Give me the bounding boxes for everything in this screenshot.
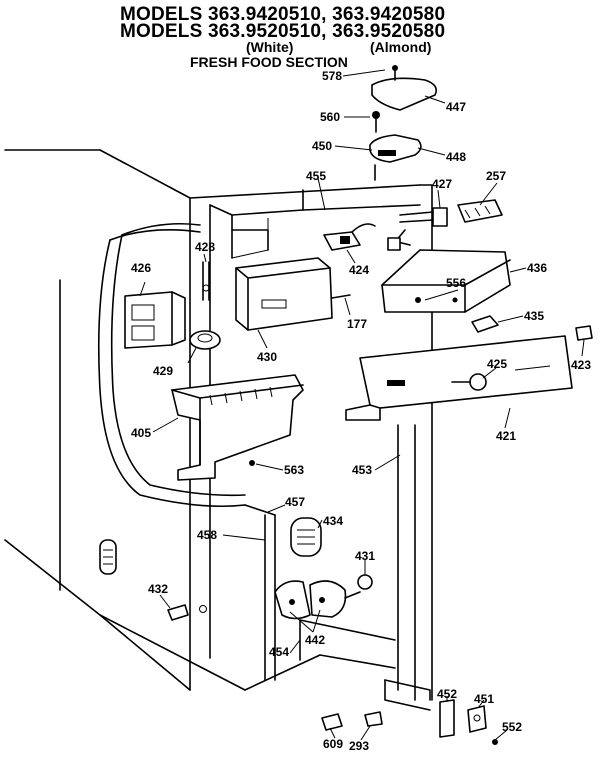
label-434: 434 [323, 514, 343, 528]
label-429: 429 [153, 364, 173, 378]
leader-lines [139, 69, 585, 741]
wire-harness [97, 222, 246, 508]
callout-labels: 578 447 560 450 448 455 427 257 428 426 … [131, 69, 591, 753]
part-560-screw [372, 111, 380, 133]
label-421: 421 [496, 429, 516, 443]
part-435-clip [471, 315, 499, 333]
part-431-knob [357, 574, 373, 590]
part-436-housing [381, 249, 511, 313]
part-427-connector [387, 207, 448, 251]
part-428-bracket [202, 261, 210, 301]
label-424: 424 [349, 263, 369, 277]
part-452-bracket [439, 699, 455, 738]
label-448: 448 [446, 150, 466, 164]
part-vent-left [99, 539, 117, 575]
label-430: 430 [257, 350, 277, 364]
models-line-1: MODELS 363.9420510, 363.9420580 [120, 4, 446, 25]
label-177: 177 [347, 317, 367, 331]
label-453: 453 [352, 463, 372, 477]
part-405-duct [171, 374, 304, 481]
part-429-lamp-socket [189, 330, 221, 350]
label-432: 432 [148, 582, 168, 596]
label-293: 293 [349, 739, 369, 753]
part-293-clip [364, 711, 383, 727]
part-432-grommet [167, 604, 207, 621]
label-454: 454 [269, 645, 289, 659]
label-435: 435 [524, 309, 544, 323]
label-405: 405 [131, 426, 151, 440]
part-423-knob [575, 325, 593, 341]
label-457: 457 [285, 495, 305, 509]
label-428: 428 [195, 240, 215, 254]
label-257: 257 [486, 169, 506, 183]
part-430-cover [235, 257, 351, 331]
part-448-housing [369, 134, 422, 181]
part-426-socket [124, 291, 186, 349]
part-424-switch [323, 223, 376, 251]
part-552-screw [492, 739, 498, 745]
label-450: 450 [312, 139, 332, 153]
label-458: 458 [197, 528, 217, 542]
color-white-label: (White) [246, 39, 294, 55]
label-452: 452 [437, 687, 457, 701]
part-257-relay [457, 199, 503, 223]
label-423: 423 [571, 358, 591, 372]
label-560: 560 [320, 110, 340, 124]
color-almond-label: (Almond) [370, 39, 432, 55]
part-451-hinge [467, 705, 487, 733]
label-556: 556 [446, 276, 466, 290]
label-451: 451 [474, 692, 494, 706]
label-442: 442 [305, 633, 325, 647]
label-578: 578 [322, 69, 342, 83]
label-425: 425 [487, 357, 507, 371]
label-436: 436 [527, 261, 547, 275]
part-609-clip [321, 713, 343, 731]
label-552: 552 [502, 720, 522, 734]
part-447-cover [371, 65, 438, 111]
label-431: 431 [355, 549, 375, 563]
section-title: FRESH FOOD SECTION [190, 54, 348, 70]
part-434-grille [290, 517, 322, 557]
part-563-screw [249, 460, 255, 466]
models-line-2: MODELS 363.9520510, 363.9520580 [120, 21, 446, 42]
label-609: 609 [323, 737, 343, 751]
part-442-damper [274, 580, 361, 620]
label-563: 563 [284, 463, 304, 477]
label-447: 447 [446, 100, 466, 114]
label-426: 426 [131, 261, 151, 275]
label-427: 427 [432, 177, 452, 191]
part-421-panel [345, 335, 573, 421]
label-455: 455 [306, 169, 326, 183]
